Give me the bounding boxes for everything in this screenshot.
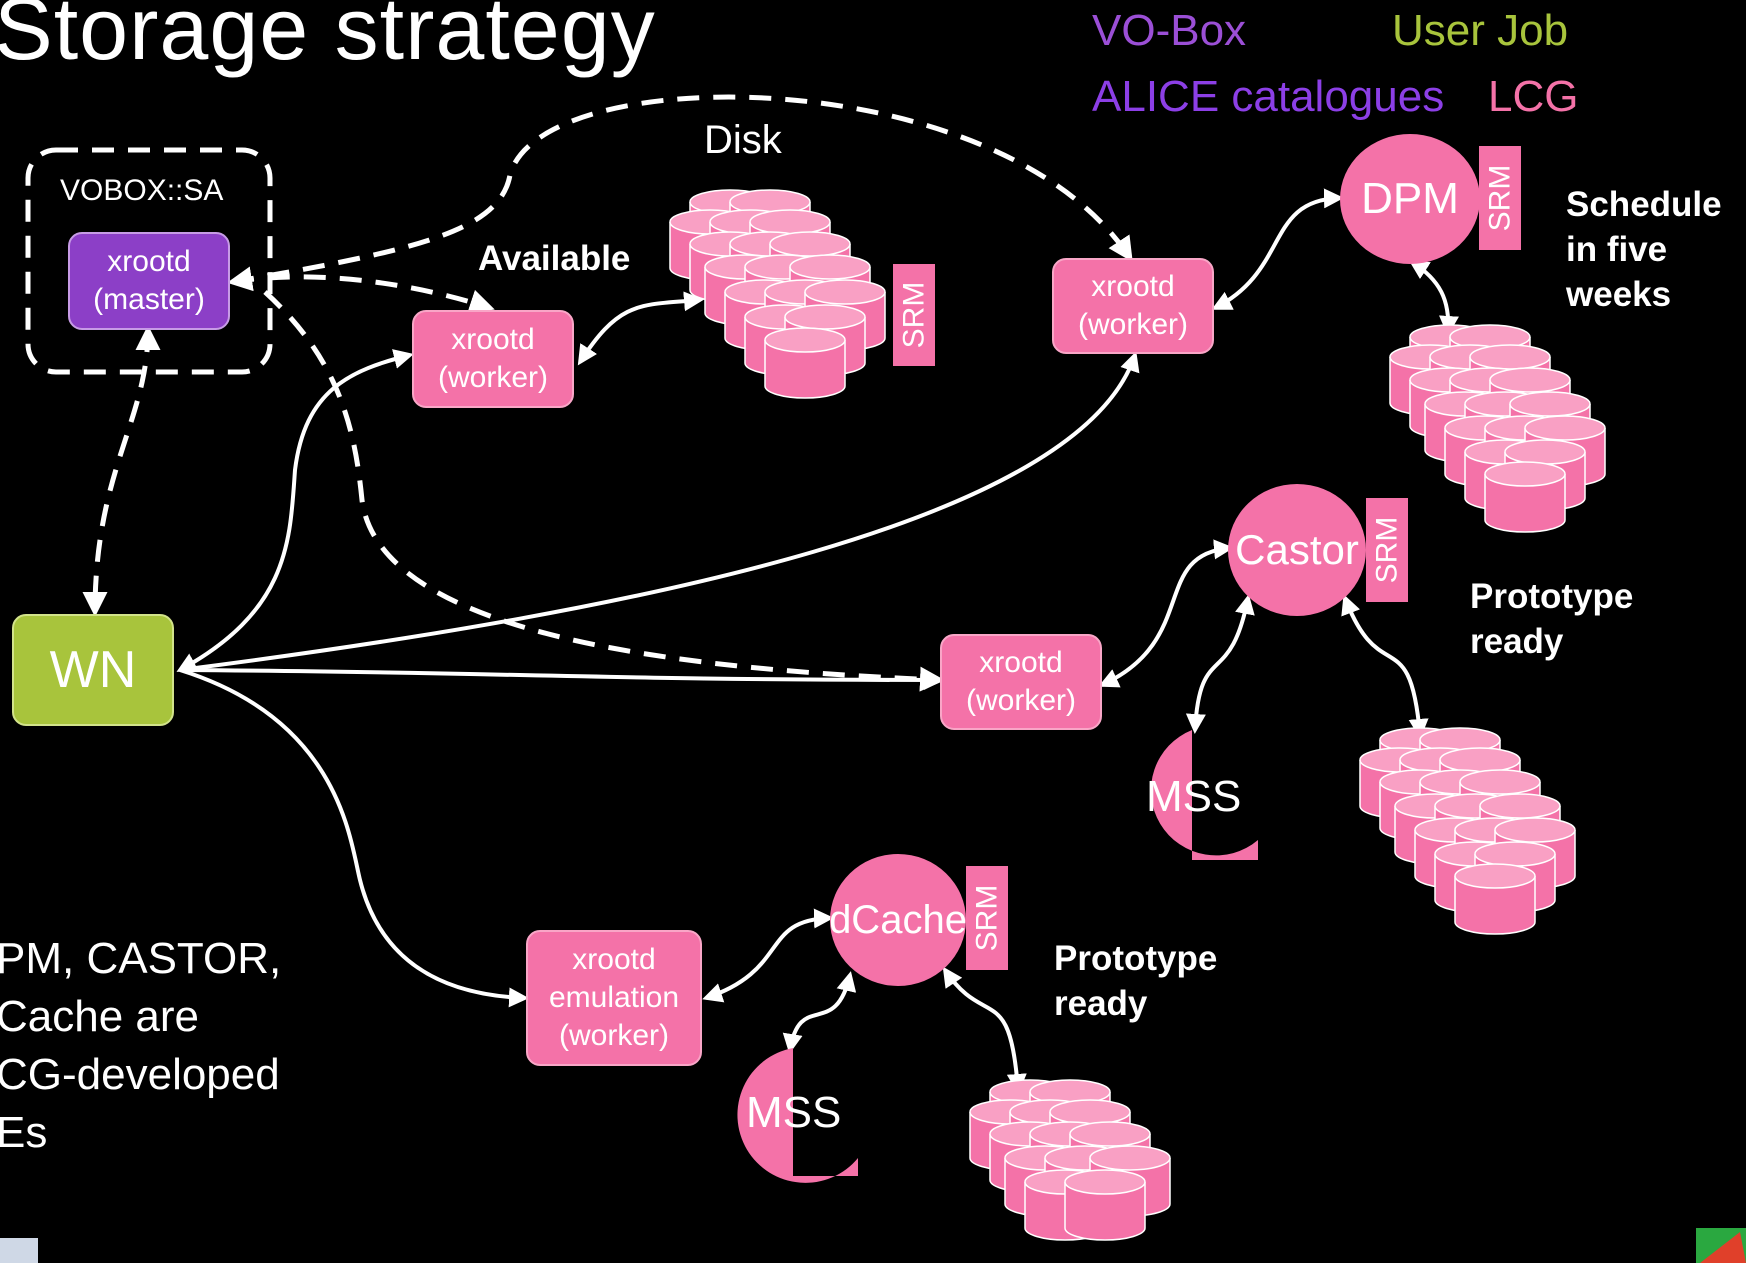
link-castorworker-castor	[1098, 539, 1234, 688]
xrootd-master-line1: xrootd	[107, 245, 191, 278]
disk-srm-label: SRM	[897, 281, 931, 349]
link-wn-disk-worker	[176, 349, 414, 672]
dashed-link-master-wn	[82, 325, 161, 617]
link-dcacheworker-dcache	[702, 908, 834, 1003]
wn-label: WN	[49, 641, 137, 699]
dpm-node[interactable]: DPM	[1340, 134, 1480, 264]
dcache-node[interactable]: dCache	[829, 854, 967, 986]
link-dcache-storage	[942, 966, 1027, 1094]
disk-worker-line1: xrootd	[451, 323, 535, 356]
page-title: Storage strategy	[0, 0, 656, 78]
link-diskworker-disk	[577, 291, 704, 366]
dcache-label: dCache	[829, 897, 967, 942]
wn-box[interactable]: WN	[12, 614, 174, 726]
dcache-status-line2: ready	[1054, 984, 1148, 1023]
link-castor-storage	[1341, 594, 1429, 739]
castor-worker-line2: (worker)	[966, 684, 1076, 717]
link-wn-dpm-worker	[179, 351, 1140, 672]
dpm-status-line2: in five	[1566, 230, 1668, 269]
disk-array-dpm	[1389, 324, 1606, 533]
disk-array-disk	[669, 189, 886, 399]
disk-srm-badge: SRM	[893, 264, 935, 366]
disk-worker-box[interactable]: xrootd (worker)	[412, 310, 574, 408]
note-text: PM, CASTOR, Cache are CG-developed Es	[0, 930, 281, 1162]
xrootd-master-box[interactable]: xrootd (master)	[68, 232, 230, 330]
dcache-status-line1: Prototype	[1054, 939, 1218, 978]
dcache-worker-line1: xrootd	[572, 943, 656, 976]
castor-worker-line1: xrootd	[979, 646, 1063, 679]
bottom-left-logo	[0, 1238, 38, 1263]
mss-shape-dcache	[737, 1048, 858, 1183]
dpm-srm-badge: SRM	[1479, 146, 1521, 250]
dpm-srm-label: SRM	[1483, 164, 1517, 232]
dcache-worker-box[interactable]: xrootd emulation (worker)	[526, 930, 702, 1066]
legend-lcg: LCG	[1488, 72, 1579, 121]
link-castor-mss	[1185, 594, 1255, 734]
xrootd-master-line2: (master)	[93, 283, 205, 316]
dashed-link-master-disk	[227, 266, 495, 314]
dpm-status: Schedule in five weeks	[1566, 182, 1722, 317]
vobox-label: VOBOX::SA	[60, 174, 224, 207]
note-line2: Cache are	[0, 992, 200, 1041]
dcache-srm-label: SRM	[970, 884, 1004, 952]
castor-node[interactable]: Castor	[1228, 484, 1366, 616]
link-dpm-storage	[1408, 259, 1459, 336]
castor-worker-box[interactable]: xrootd (worker)	[940, 634, 1102, 730]
castor-status-line2: ready	[1470, 622, 1564, 661]
dpm-status-line3: weeks	[1566, 275, 1672, 314]
castor-status-line1: Prototype	[1470, 577, 1634, 616]
dcache-srm-badge: SRM	[966, 866, 1008, 970]
note-line4: Es	[0, 1108, 48, 1157]
link-wn-dcache-worker	[179, 668, 529, 1008]
vobox-frame	[25, 147, 273, 375]
note-line1: PM, CASTOR,	[0, 934, 282, 983]
note-line3: CG-developed	[0, 1050, 280, 1099]
dpm-status-line1: Schedule	[1566, 185, 1722, 224]
dpm-label: DPM	[1361, 174, 1459, 223]
legend-vobox: VO-Box	[1092, 6, 1247, 55]
castor-label: Castor	[1235, 526, 1359, 573]
castor-mss-label: MSS	[1146, 772, 1242, 821]
legend-user-job: User Job	[1392, 6, 1569, 55]
link-wn-castor-worker	[179, 668, 944, 690]
dcache-worker-line2: emulation	[548, 981, 680, 1014]
dpm-worker-line1: xrootd	[1091, 270, 1175, 303]
disk-label: Disk	[704, 118, 782, 162]
castor-srm-label: SRM	[1370, 516, 1404, 584]
disk-worker-line2: (worker)	[438, 361, 548, 394]
mss-shape-castor	[1150, 730, 1258, 860]
castor-srm-badge: SRM	[1366, 498, 1408, 602]
dpm-worker-line2: (worker)	[1078, 308, 1188, 341]
disk-array-dcache	[969, 1079, 1171, 1241]
disk-array-castor	[1359, 727, 1576, 935]
link-dpmworker-dpm	[1211, 188, 1344, 310]
dashed-link-master-dpm	[231, 94, 1133, 285]
link-dcache-mss	[782, 971, 857, 1054]
dcache-mss-label: MSS	[746, 1088, 842, 1137]
dcache-status: Prototype ready	[1054, 936, 1217, 1026]
legend-alice-catalogues: ALICE catalogues	[1092, 72, 1445, 121]
disk-status: Available	[478, 239, 631, 278]
dpm-worker-box[interactable]: xrootd (worker)	[1052, 258, 1214, 354]
dcache-worker-line3: (worker)	[559, 1019, 669, 1052]
castor-status: Prototype ready	[1470, 574, 1633, 664]
